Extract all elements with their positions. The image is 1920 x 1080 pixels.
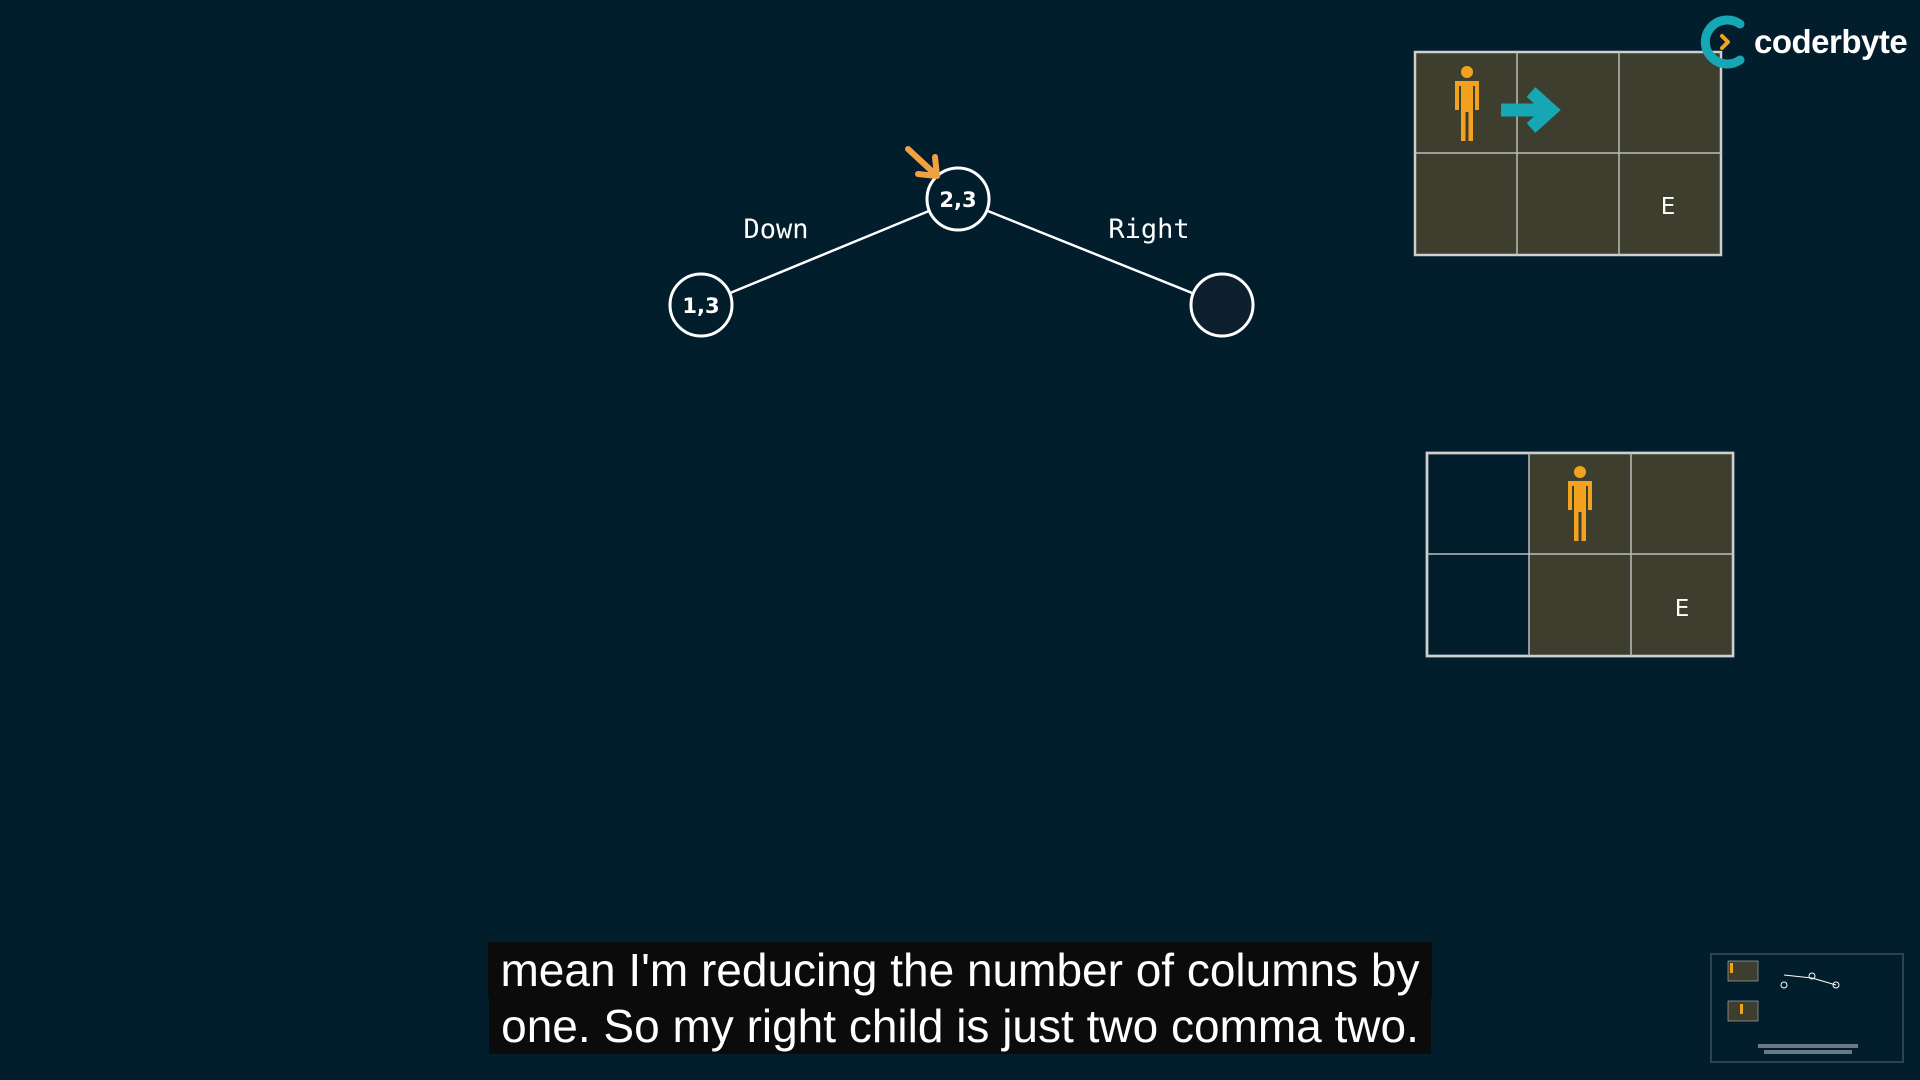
pointer-arrow-icon	[905, 146, 940, 179]
edge-label-right: Right	[1108, 214, 1189, 245]
arrow-right-icon	[1501, 87, 1561, 133]
edge-label-down: Down	[743, 214, 808, 245]
grid-bottom: E	[1425, 451, 1735, 658]
logo-text: coderbyte	[1754, 23, 1908, 60]
preview-thumbnail[interactable]	[1710, 953, 1904, 1063]
node-root: 2,3	[925, 166, 991, 232]
edge-down	[700, 197, 959, 307]
node-left: 1,3	[668, 272, 734, 338]
coderbyte-logo: coderbyte	[1700, 14, 1908, 70]
person-icon	[1568, 466, 1592, 541]
coderbyte-logo-icon	[1700, 15, 1750, 69]
grid-top: E	[1413, 50, 1723, 257]
grid-bottom-end-label: E	[1675, 596, 1690, 622]
caption-line-1: mean I'm reducing the number of columns …	[488, 942, 1432, 998]
caption-line-2: one. So my right child is just two comma…	[489, 998, 1431, 1054]
person-icon	[1455, 66, 1479, 141]
node-root-label: 2,3	[939, 188, 976, 212]
edge-right	[957, 197, 1223, 307]
node-left-label: 1,3	[682, 294, 719, 318]
subtitles: mean I'm reducing the number of columns …	[0, 942, 1920, 1054]
grid-top-end-label: E	[1661, 194, 1676, 220]
node-right	[1189, 272, 1255, 338]
